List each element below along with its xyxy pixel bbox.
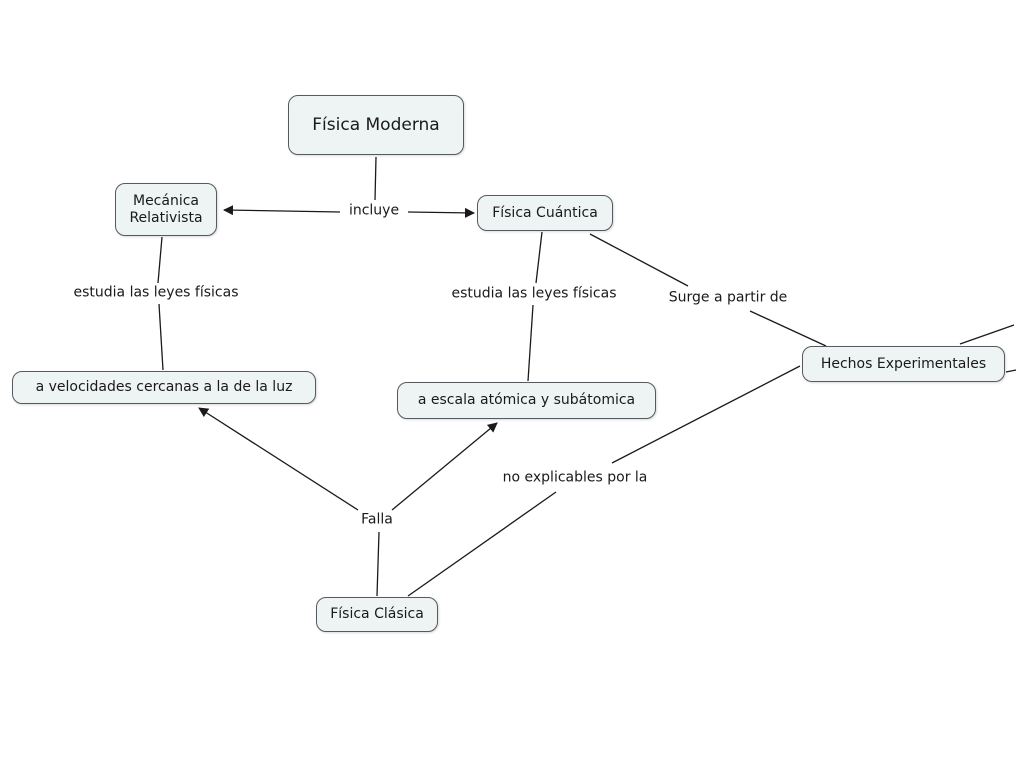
node-fisica-clasica[interactable]: Física Clásica [316,597,438,632]
edge-hechos-offscreen-top [959,324,1015,345]
link-label-estudia-relativista: estudia las leyes físicas [71,284,241,302]
edge-cuantica-estudia [535,231,543,284]
edge-clasica-falla [376,531,380,597]
node-hechos-experimentales[interactable]: Hechos Experimentales [802,346,1005,382]
edge-hechos-offscreen-right [1005,369,1017,373]
edge-incluye-relativista [223,205,341,216]
edge-cuantica-surge [589,233,689,287]
node-fisica-moderna[interactable]: Física Moderna [288,95,464,155]
link-label-estudia-cuantica: estudia las leyes físicas [449,285,619,303]
edge-noexplicables-clasica [407,491,557,597]
edge-incluye-cuantica [407,207,475,218]
node-velocidades[interactable]: a velocidades cercanas a la de la luz [12,371,316,404]
link-label-falla: Falla [359,511,395,529]
edge-falla-velocidades [198,407,359,511]
link-label-incluye: incluye [346,202,402,220]
edge-falla-escala [391,422,498,511]
edge-moderna-incluye [374,156,377,201]
edge-surge-hechos [749,310,827,347]
edge-estudia-escala [527,304,534,382]
node-mecanica-relativista[interactable]: Mecánica Relativista [115,183,217,236]
node-fisica-cuantica[interactable]: Física Cuántica [477,195,613,231]
link-label-no-explicables: no explicables por la [500,469,650,487]
edge-relativista-estudia [157,236,163,284]
edge-estudia-velocidades [158,303,164,371]
edge-hechos-noexplicables [611,365,801,464]
link-label-surge: Surge a partir de [666,289,790,307]
node-escala-atomica[interactable]: a escala atómica y subátomica [397,382,656,419]
